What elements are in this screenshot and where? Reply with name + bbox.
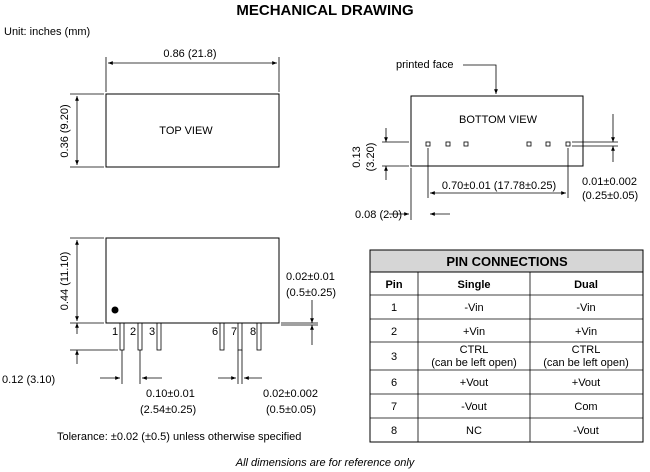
bottom-depth-mm: (3.20): [365, 143, 377, 172]
tolerance-note: Tolerance: ±0.02 (±0.5) unless otherwise…: [57, 431, 301, 443]
footer-note: All dimensions are for reference only: [235, 457, 416, 469]
table-cell-pin: 8: [391, 425, 397, 437]
side-pins: [119, 322, 262, 351]
table-cell-dual: +Vin: [575, 326, 597, 338]
side-height-dimension: 0.44 (11.10): [59, 252, 71, 311]
bottom-offset-dimension: 0.08 (2.0): [355, 209, 402, 221]
top-view-body: [105, 93, 280, 168]
printed-face-label: printed face: [396, 59, 453, 71]
bottom-depth-inch: 0.13: [351, 146, 363, 167]
pin1-marker-dot: [111, 306, 119, 314]
bottom-pin-width-inch: 0.01±0.002: [582, 176, 637, 188]
side-pin-label-6: 6: [212, 326, 218, 338]
top-view: TOP VIEW 0.86 (21.8) 0.36 (9.20): [59, 48, 280, 168]
side-lead-thk-mm: (0.5±0.25): [286, 287, 336, 299]
bottom-view-label: BOTTOM VIEW: [459, 114, 538, 126]
pin-connections-table: PIN CONNECTIONS Pin Single Dual 1 -Vin -…: [369, 249, 644, 443]
table-cell-single: +Vin: [463, 326, 485, 338]
table-cell-pin: 7: [391, 401, 397, 413]
table-cell-single-note: (can be left open): [431, 357, 517, 369]
side-pin-label-7: 7: [231, 326, 237, 338]
pin-table-title: PIN CONNECTIONS: [446, 254, 568, 269]
top-width-dimension: 0.86 (21.8): [163, 48, 216, 60]
side-pin-pitch-inch: 0.10±0.01: [146, 388, 195, 400]
table-cell-single: -Vout: [461, 401, 487, 413]
table-cell-single: NC: [466, 425, 482, 437]
table-cell-dual-note: (can be left open): [543, 357, 629, 369]
table-cell-pin: 3: [391, 351, 397, 363]
side-pin-label-1: 1: [112, 326, 118, 338]
pin-table-header-pin: Pin: [385, 279, 402, 291]
bottom-view: BOTTOM VIEW printed face 0.13 (3.20) 0.7…: [351, 59, 638, 221]
side-view: 1 2 3 6 7 8 0.44 (11.10) 0.12 (3.10) 0.0…: [2, 237, 336, 416]
side-pin-width-mm: (0.5±0.05): [266, 404, 316, 416]
bottom-view-body: [410, 95, 584, 167]
table-cell-dual: -Vout: [573, 425, 599, 437]
side-lead-thk-inch: 0.02±0.01: [286, 271, 335, 283]
table-cell-pin: 6: [391, 377, 397, 389]
side-pin-label-2: 2: [130, 326, 136, 338]
pin-table-header-dual: Dual: [574, 279, 598, 291]
pin-table-header-single: Single: [457, 279, 490, 291]
drawing-title: MECHANICAL DRAWING: [236, 2, 413, 19]
unit-note: Unit: inches (mm): [4, 26, 90, 38]
table-cell-pin: 1: [391, 302, 397, 314]
side-pin-width-inch: 0.02±0.002: [263, 388, 318, 400]
side-pin-label-3: 3: [149, 326, 155, 338]
table-cell-dual: Com: [574, 401, 597, 413]
bottom-pin-width-mm: (0.25±0.05): [582, 190, 638, 202]
side-view-body: [105, 237, 280, 324]
table-cell-dual: -Vin: [576, 302, 595, 314]
top-height-dimension: 0.36 (9.20): [59, 104, 71, 157]
top-view-label: TOP VIEW: [159, 125, 213, 137]
table-cell-dual: CTRL: [572, 344, 601, 356]
table-cell-pin: 2: [391, 326, 397, 338]
side-pin-pitch-mm: (2.54±0.25): [140, 404, 196, 416]
table-cell-single: CTRL: [460, 344, 489, 356]
table-cell-dual: +Vout: [572, 377, 600, 389]
table-cell-single: -Vin: [464, 302, 483, 314]
bottom-pitch-dimension: 0.70±0.01 (17.78±0.25): [442, 180, 556, 192]
side-pin-label-8: 8: [250, 326, 256, 338]
table-cell-single: +Vout: [460, 377, 488, 389]
side-lead-length: 0.12 (3.10): [2, 374, 55, 386]
